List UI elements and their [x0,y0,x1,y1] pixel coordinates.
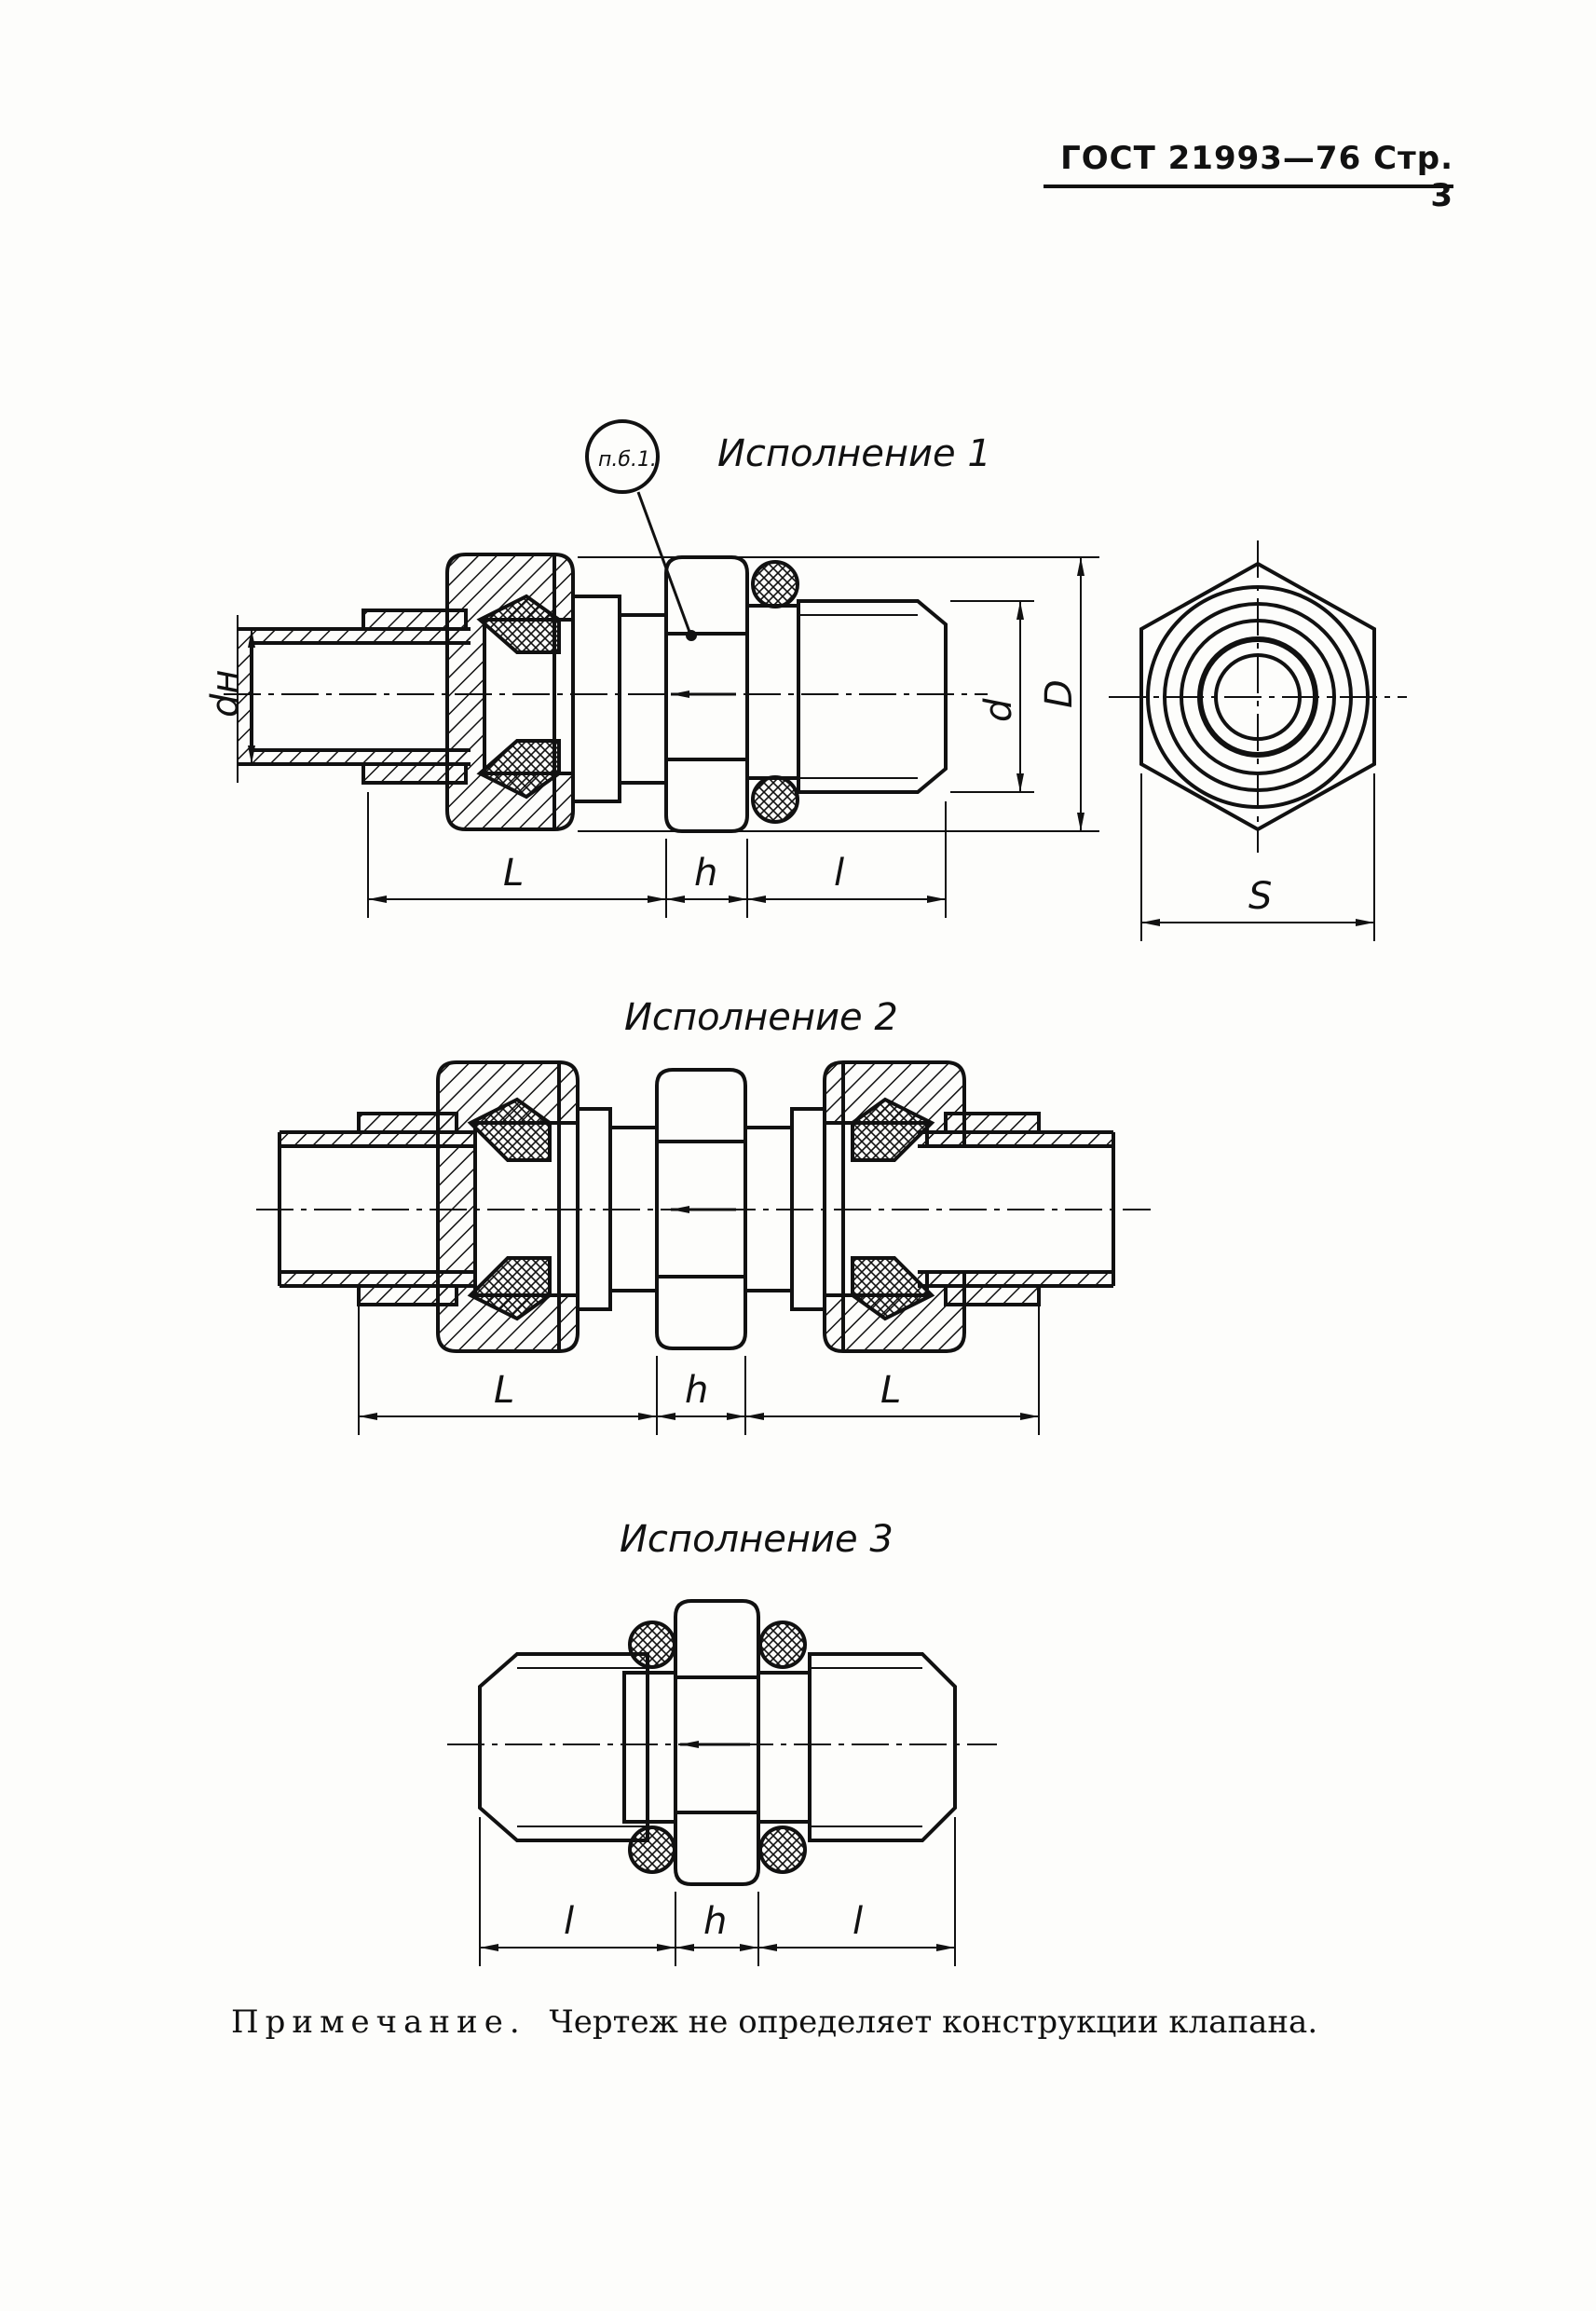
figure-2 [256,1060,1151,1435]
fig2-dim-L2: L [880,1369,901,1412]
callout-circle [585,419,660,494]
dim-h: h [694,852,717,895]
fig3-dim-l2: l [853,1900,863,1943]
fig3-dim-h: h [703,1900,727,1943]
dim-d: d [977,698,1020,722]
note-text: Чертеж не определяет конструкции клапана… [549,2003,1318,2041]
figure-1 [224,419,1407,941]
figure-1-callout: п.б.1. [598,448,657,472]
page-header: ГОСТ 21993—76 Стр. 3 [1053,140,1453,214]
figure-1-title: Исполнение 1 [717,432,991,475]
figure-2-title: Исполнение 2 [624,996,898,1039]
fig2-dim-L1: L [494,1369,514,1412]
note-lead: Примечание. [231,2003,526,2041]
dim-l: l [834,852,844,895]
figure-3-title: Исполнение 3 [620,1518,893,1561]
figure-3 [447,1599,997,1966]
header-rule [1044,185,1453,188]
standard-number: ГОСТ 21993—76 [1060,140,1362,177]
dim-S: S [1248,875,1272,918]
drawing-note: Примечание. Чертеж не определяет констру… [231,2003,1442,2041]
dim-L: L [503,852,524,895]
fig3-dim-l1: l [564,1900,574,1943]
fig2-dim-h: h [685,1369,708,1412]
dim-dn: dн [204,669,247,718]
dim-D: D [1038,679,1081,708]
